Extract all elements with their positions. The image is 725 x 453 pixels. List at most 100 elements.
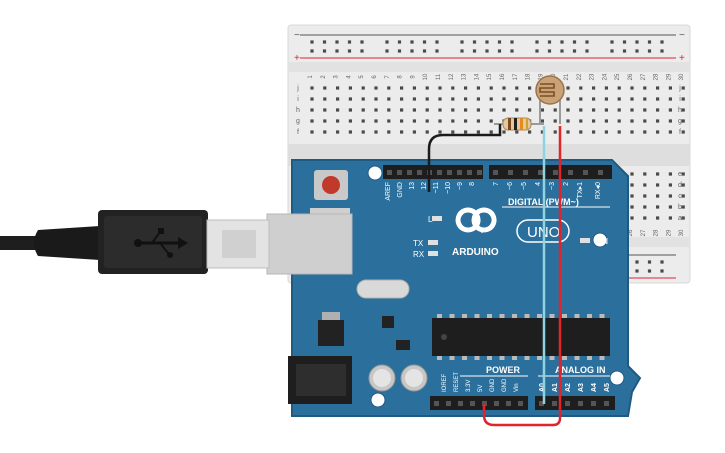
- digital-pin-label: 8: [469, 182, 476, 186]
- breadboard-hole: [668, 86, 672, 90]
- breadboard-hole: [348, 108, 352, 112]
- breadboard-hole: [460, 40, 464, 44]
- breadboard-hole: [660, 260, 664, 264]
- header-pin: [387, 170, 392, 175]
- breadboard-hole: [553, 130, 557, 134]
- breadboard-column-label: 27: [641, 73, 647, 80]
- digital-pin-label: GND: [397, 182, 404, 198]
- header-pin: [447, 170, 452, 175]
- header-pin: [578, 401, 583, 406]
- breadboard-column-label: 16: [500, 73, 506, 80]
- breadboard-hole: [464, 119, 468, 123]
- breadboard-hole: [635, 260, 639, 264]
- breadboard-hole: [476, 119, 480, 123]
- breadboard-hole: [322, 49, 327, 53]
- breadboard-hole: [660, 49, 664, 53]
- atmega-chip: [432, 318, 610, 356]
- breadboard-hole: [425, 108, 429, 112]
- breadboard-hole: [540, 130, 544, 134]
- breadboard-hole: [572, 40, 577, 44]
- breadboard-hole: [656, 130, 660, 134]
- breadboard-column-label: 7: [385, 75, 391, 79]
- header-pin: [437, 170, 442, 175]
- svg-text:+: +: [479, 226, 485, 237]
- breadboard-hole: [348, 97, 352, 101]
- breadboard-hole: [464, 97, 468, 101]
- header-pin: [407, 170, 412, 175]
- breadboard-hole: [617, 97, 621, 101]
- breadboard-row-label: f: [679, 129, 681, 136]
- breadboard-hole: [622, 49, 627, 53]
- usb-port-top: [310, 208, 350, 218]
- breadboard-hole: [656, 205, 660, 209]
- breadboard-row-label: c: [678, 193, 682, 200]
- breadboard-hole: [647, 49, 652, 53]
- breadboard-hole: [374, 86, 378, 90]
- breadboard-hole: [681, 172, 685, 176]
- breadboard-hole: [410, 40, 414, 44]
- breadboard-row-label: g: [296, 118, 300, 125]
- breadboard-hole: [310, 130, 314, 134]
- breadboard-hole: [585, 40, 589, 44]
- breadboard-hole: [323, 97, 327, 101]
- breadboard-column-label: 24: [602, 73, 608, 80]
- power-label: POWER: [486, 365, 521, 375]
- rail-plus-label-right: +: [679, 53, 685, 64]
- breadboard-column-label: 5: [359, 75, 365, 79]
- digital-pin-label: ~5: [521, 182, 528, 190]
- breadboard-hole: [566, 130, 570, 134]
- header-pin: [568, 170, 573, 175]
- breadboard-hole: [528, 130, 532, 134]
- breadboard-hole: [668, 172, 672, 176]
- usb-b-port: [267, 214, 352, 274]
- breadboard-hole: [435, 40, 439, 44]
- header-pin: [552, 401, 557, 406]
- breadboard-hole: [310, 119, 314, 123]
- breadboard-hole: [668, 97, 672, 101]
- led-indicators: L TX RX ON: [413, 215, 608, 259]
- breadboard-hole: [656, 216, 660, 220]
- breadboard-hole: [566, 86, 570, 90]
- breadboard-hole: [528, 86, 532, 90]
- breadboard-hole: [630, 86, 634, 90]
- header-pin: [565, 401, 570, 406]
- breadboard-column-label: 27: [641, 229, 647, 236]
- on-led-label: ON: [596, 237, 608, 246]
- digital-pin-label: ~11: [433, 182, 440, 193]
- breadboard-column-label: 2: [321, 75, 327, 79]
- breadboard-hole: [460, 49, 464, 53]
- breadboard-hole: [485, 49, 489, 53]
- breadboard-hole: [400, 119, 404, 123]
- breadboard-column-label: 25: [615, 73, 621, 80]
- breadboard-hole: [656, 183, 660, 187]
- breadboard-hole: [323, 119, 327, 123]
- breadboard-hole: [310, 49, 314, 53]
- breadboard-hole: [310, 97, 314, 101]
- breadboard-hole: [489, 97, 493, 101]
- breadboard-hole: [647, 40, 652, 44]
- breadboard-hole: [681, 97, 685, 101]
- breadboard-hole: [361, 86, 365, 90]
- breadboard-hole: [681, 86, 685, 90]
- breadboard-hole: [643, 172, 647, 176]
- breadboard-column-label: 26: [628, 229, 634, 236]
- reset-button[interactable]: [314, 170, 348, 200]
- breadboard-row-label: a: [678, 215, 682, 222]
- analog-pin-label: A0: [539, 383, 546, 392]
- digital-pin-label: ~6: [507, 182, 514, 190]
- breadboard-hole: [385, 40, 389, 44]
- breadboard-hole: [635, 49, 639, 53]
- breadboard-hole: [397, 49, 402, 53]
- digital-pin-label: TX▸1: [577, 182, 584, 198]
- breadboard-column-label: 30: [679, 229, 685, 236]
- breadboard-column-label: 18: [526, 73, 532, 80]
- header-pin: [506, 401, 511, 406]
- breadboard-hole: [681, 183, 685, 187]
- breadboard-hole: [535, 40, 539, 44]
- breadboard-column-label: 1: [308, 75, 314, 79]
- breadboard-hole: [622, 40, 627, 44]
- breadboard-hole: [361, 130, 365, 134]
- breadboard-hole: [643, 130, 647, 134]
- breadboard-hole: [472, 49, 477, 53]
